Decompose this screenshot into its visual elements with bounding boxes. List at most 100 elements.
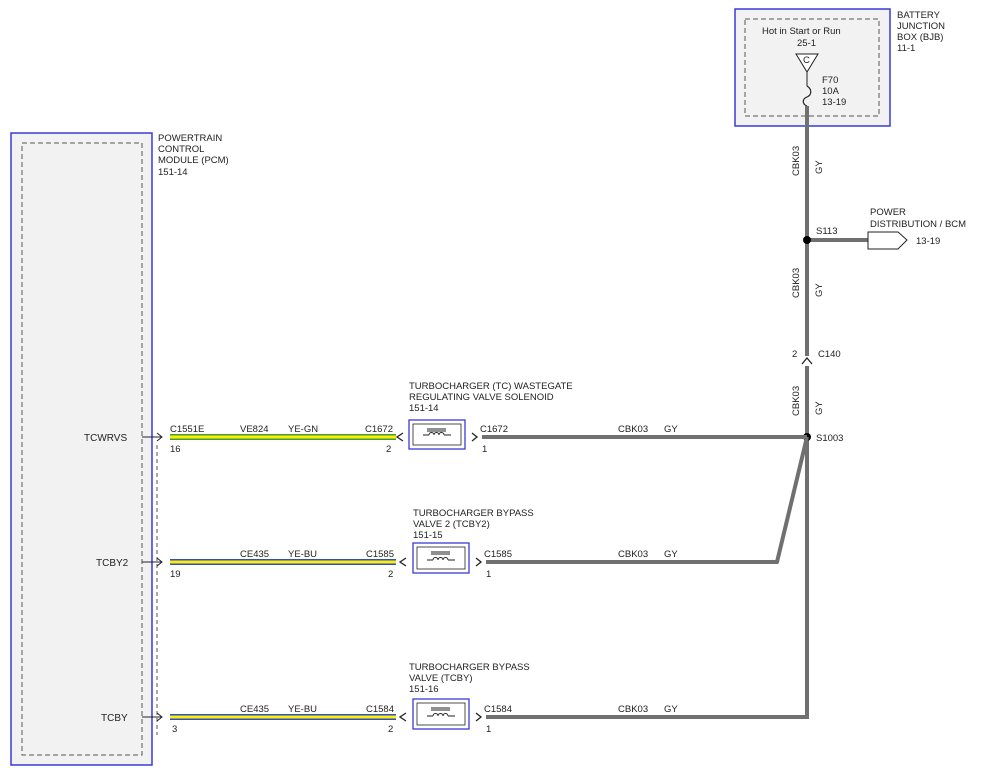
vwire-2-color: GY xyxy=(814,283,825,297)
c1584-in-label: C1584 xyxy=(366,704,394,715)
bjb-title-line-1: BATTERY xyxy=(897,10,941,21)
c1584-in-arrow-icon xyxy=(398,712,407,722)
c140-connector: 2 C140 xyxy=(792,349,841,365)
c1585-out-pin: 1 xyxy=(486,569,491,580)
s113-splice-group: S113 POWER DISTRIBUTION / BCM 13-19 xyxy=(803,207,966,250)
tc-wastegate-ref: 151-14 xyxy=(409,403,439,414)
wire-ce435-row3-circuit: CE435 xyxy=(240,704,269,715)
vwire-3-color: GY xyxy=(814,401,825,415)
pcm-tcby2-pin-arrow-icon xyxy=(156,557,163,567)
pcm-tcby-pin: 3 xyxy=(172,724,177,735)
c1585-in-arrow-icon xyxy=(398,557,407,567)
bjb-fuse-ref: 13-19 xyxy=(822,97,846,108)
pcm-signal-tcby: TCBY xyxy=(101,713,128,724)
c1672-out-arrow-icon xyxy=(471,432,479,442)
c1672-out-pin: 1 xyxy=(482,444,487,455)
s1003-label: S1003 xyxy=(816,433,843,444)
vwire-1-color: GY xyxy=(814,160,825,174)
tcby2-title-line-1: TURBOCHARGER BYPASS xyxy=(413,508,534,519)
bjb-terminal-label: C xyxy=(803,55,810,66)
c140-pin: 2 xyxy=(792,349,797,360)
s1003-splice-group: S1003 xyxy=(803,433,843,444)
fuse-icon xyxy=(802,85,812,107)
pcm-module-inner xyxy=(21,142,143,756)
bjb-title-line-3: BOX (BJB) xyxy=(897,32,943,43)
pcm-title-line-2: CONTROL xyxy=(158,144,204,155)
wire-ce435-row2-color: YE-BU xyxy=(288,549,317,560)
wire-cbk03-row2-color: GY xyxy=(664,549,678,560)
power-distribution-connector-icon xyxy=(867,231,908,250)
bjb-ref: 11-1 xyxy=(897,43,915,54)
bjb-hot-ref: 25-1 xyxy=(797,38,816,49)
wire-ve824-stripe xyxy=(170,435,396,439)
tcby-title-line-1: TURBOCHARGER BYPASS xyxy=(409,662,530,673)
c1585-in-pin: 2 xyxy=(388,569,393,580)
solenoid-coil-icon xyxy=(427,551,455,561)
tc-wastegate-title-line-2: REGULATING VALVE SOLENOID xyxy=(409,392,554,403)
bjb-module-inner xyxy=(744,18,880,117)
c1672-out-label: C1672 xyxy=(480,424,508,435)
wire-ce435-row3-color: YE-BU xyxy=(288,704,317,715)
pcm-title-line-1: POWERTRAIN xyxy=(158,133,222,144)
tcby2-title-line-2: VALVE 2 (TCBY2) xyxy=(413,519,490,530)
pcm-signal-tcwrvs: TCWRVS xyxy=(84,433,127,444)
pcm-title-line-3: MODULE (PCM) xyxy=(158,155,229,166)
s113-label: S113 xyxy=(816,226,837,237)
tcby2-ref: 151-15 xyxy=(413,530,443,541)
wire-cbk03-row1-circuit: CBK03 xyxy=(618,424,648,435)
bjb-terminal-triangle-icon xyxy=(795,53,819,73)
pcm-tcwrvs-pin-arrow-icon xyxy=(156,432,163,442)
wire-cbk03-row1-color: GY xyxy=(664,424,678,435)
c1585-in-label: C1585 xyxy=(366,549,394,560)
pcm-ref: 151-14 xyxy=(158,167,188,178)
power-distribution-title-line-1: POWER xyxy=(870,207,906,218)
pcm-module: POWERTRAIN CONTROL MODULE (PCM) 151-14 xyxy=(10,132,229,766)
c140-label: C140 xyxy=(818,349,841,360)
wire-cbk03-row3-color: GY xyxy=(664,704,678,715)
pcm-tcby2-pin: 19 xyxy=(170,569,181,580)
vwire-3-circuit: CBK03 xyxy=(791,386,802,416)
wire-cbk03-row3-circuit: CBK03 xyxy=(618,704,648,715)
bjb-hot-label: Hot in Start or Run xyxy=(762,26,841,37)
bjb-module-outline xyxy=(734,8,891,127)
c1584-in-pin: 2 xyxy=(388,724,393,735)
tcby-title-line-2: VALVE (TCBY) xyxy=(409,673,473,684)
row-tcwrvs: TCWRVS C1551E 16 VE824 YE-GN C1672 2 TUR… xyxy=(84,381,807,455)
bjb-title-line-2: JUNCTION xyxy=(897,21,945,32)
row-tcby: TCBY 3 CE435 YE-BU C1584 2 TURBOCHARGER … xyxy=(101,662,809,735)
pcm-tcwrvs-pin: 16 xyxy=(170,444,181,455)
bjb-module: BATTERY JUNCTION BOX (BJB) 11-1 Hot in S… xyxy=(734,8,945,127)
c1672-in-arrow-icon xyxy=(395,432,404,442)
c1584-out-pin: 1 xyxy=(486,724,491,735)
wire-ce435-row2-circuit: CE435 xyxy=(240,549,269,560)
solenoid-coil-icon xyxy=(427,707,455,717)
c1585-out-label: C1585 xyxy=(484,549,512,560)
vertical-gray-bus: CBK03 GY CBK03 GY CBK03 GY xyxy=(791,106,825,716)
tcby-ref: 151-16 xyxy=(409,684,439,695)
c1672-in-label: C1672 xyxy=(365,424,393,435)
c1584-out-label: C1584 xyxy=(484,704,512,715)
vwire-2-circuit: CBK03 xyxy=(791,268,802,298)
tc-wastegate-title-line-1: TURBOCHARGER (TC) WASTEGATE xyxy=(409,381,573,392)
pcm-signal-tcby2: TCBY2 xyxy=(96,558,129,569)
pcm-tcwrvs-connector: C1551E xyxy=(170,424,204,435)
pcm-module-outline xyxy=(10,132,153,766)
c140-arrow-icon xyxy=(801,356,813,365)
row-tcby2: TCBY2 19 CE435 YE-BU C1585 2 TURBOCHARGE… xyxy=(96,436,809,580)
tc-wastegate-solenoid-inner xyxy=(412,423,462,446)
power-distribution-ref: 13-19 xyxy=(916,236,940,247)
wire-ve824-color: YE-GN xyxy=(288,424,318,435)
c1672-in-pin: 2 xyxy=(386,444,391,455)
c1585-out-arrow-icon xyxy=(475,557,483,567)
c1584-out-arrow-icon xyxy=(475,712,483,722)
wire-cbk03-row2 xyxy=(486,436,809,564)
s113-splice-dot xyxy=(803,236,811,244)
power-distribution-title-line-2: DISTRIBUTION / BCM xyxy=(870,219,966,230)
pcm-tcby-pin-arrow-icon xyxy=(156,712,163,722)
bjb-fuse-id: F70 xyxy=(822,75,838,86)
bjb-fuse-rating: 10A xyxy=(822,86,840,97)
vwire-1-circuit: CBK03 xyxy=(791,146,802,176)
wire-ve824-circuit: VE824 xyxy=(240,424,269,435)
wire-cbk03-row2-circuit: CBK03 xyxy=(618,549,648,560)
